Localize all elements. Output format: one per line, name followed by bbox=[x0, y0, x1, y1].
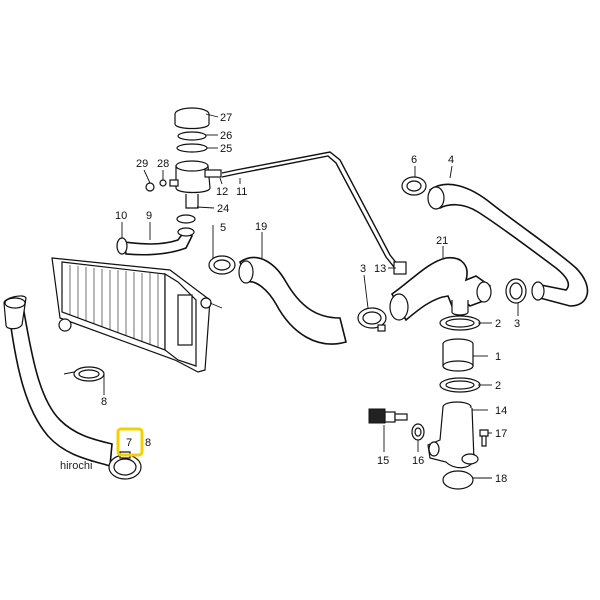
clamp-2-lower bbox=[439, 377, 481, 393]
callout-12: 12 bbox=[216, 186, 228, 198]
lower-radiator-hose bbox=[3, 295, 113, 468]
callout-19: 19 bbox=[255, 221, 267, 233]
callout-18: 18 bbox=[495, 473, 507, 485]
callout-24: 24 bbox=[217, 203, 229, 215]
upper-radiator-hose bbox=[238, 256, 347, 345]
radiator bbox=[51, 257, 223, 373]
sensor-washer bbox=[411, 423, 425, 441]
hose-clamp-10 bbox=[116, 237, 128, 255]
thermostat-housing bbox=[427, 401, 479, 469]
watermark-text: hirochi bbox=[60, 460, 92, 472]
hose-clamp-6 bbox=[401, 176, 427, 196]
clamp-2-upper bbox=[439, 315, 481, 331]
callout-7: 7 bbox=[126, 437, 132, 449]
leader-lines bbox=[121, 113, 519, 479]
callout-5: 5 bbox=[220, 222, 226, 234]
sealing-ring bbox=[442, 470, 474, 490]
callout-6: 6 bbox=[411, 154, 417, 166]
callout-3-right: 3 bbox=[514, 318, 520, 330]
tank-o-ring bbox=[176, 143, 208, 153]
callout-28: 28 bbox=[157, 158, 169, 170]
callout-8-upper: 8 bbox=[101, 396, 107, 408]
hose-clamp-3 bbox=[357, 307, 387, 332]
bolt-17 bbox=[479, 429, 489, 447]
callout-25: 25 bbox=[220, 143, 232, 155]
hose-clamp-8 bbox=[63, 366, 105, 395]
callout-29: 29 bbox=[136, 158, 148, 170]
callout-11: 11 bbox=[236, 186, 247, 198]
callout-2-upper: 2 bbox=[495, 318, 501, 330]
callout-10: 10 bbox=[115, 210, 127, 222]
callout-3: 3 bbox=[360, 263, 366, 275]
bleed-line bbox=[221, 151, 403, 273]
tank-cap bbox=[174, 107, 210, 130]
callout-labels: 27 26 25 29 28 12 11 24 10 9 5 19 6 4 21… bbox=[101, 112, 520, 485]
callout-1: 1 bbox=[495, 351, 501, 363]
expansion-tank bbox=[169, 160, 222, 209]
callout-4: 4 bbox=[448, 154, 454, 166]
callout-26: 26 bbox=[220, 130, 232, 142]
callout-9: 9 bbox=[146, 210, 152, 222]
long-return-hose bbox=[427, 183, 589, 307]
callout-7-highlight bbox=[116, 427, 144, 457]
temperature-sensor bbox=[368, 408, 408, 424]
callout-15: 15 bbox=[377, 455, 389, 467]
callout-27: 27 bbox=[220, 112, 232, 124]
hose-clamp-3-right bbox=[505, 278, 527, 304]
hose-clamp-5 bbox=[208, 255, 236, 275]
callout-16: 16 bbox=[412, 455, 424, 467]
y-hose bbox=[389, 256, 492, 322]
cap-seal bbox=[177, 131, 207, 141]
callout-8-lower: 8 bbox=[145, 437, 151, 449]
clamp-24 bbox=[176, 214, 196, 224]
heater-hose bbox=[123, 227, 195, 256]
callout-13: 13 bbox=[374, 263, 386, 275]
thermostat bbox=[442, 338, 474, 372]
callout-14: 14 bbox=[495, 405, 507, 417]
callout-2-lower: 2 bbox=[495, 380, 501, 392]
callout-21: 21 bbox=[436, 235, 448, 247]
callout-17: 17 bbox=[495, 428, 507, 440]
